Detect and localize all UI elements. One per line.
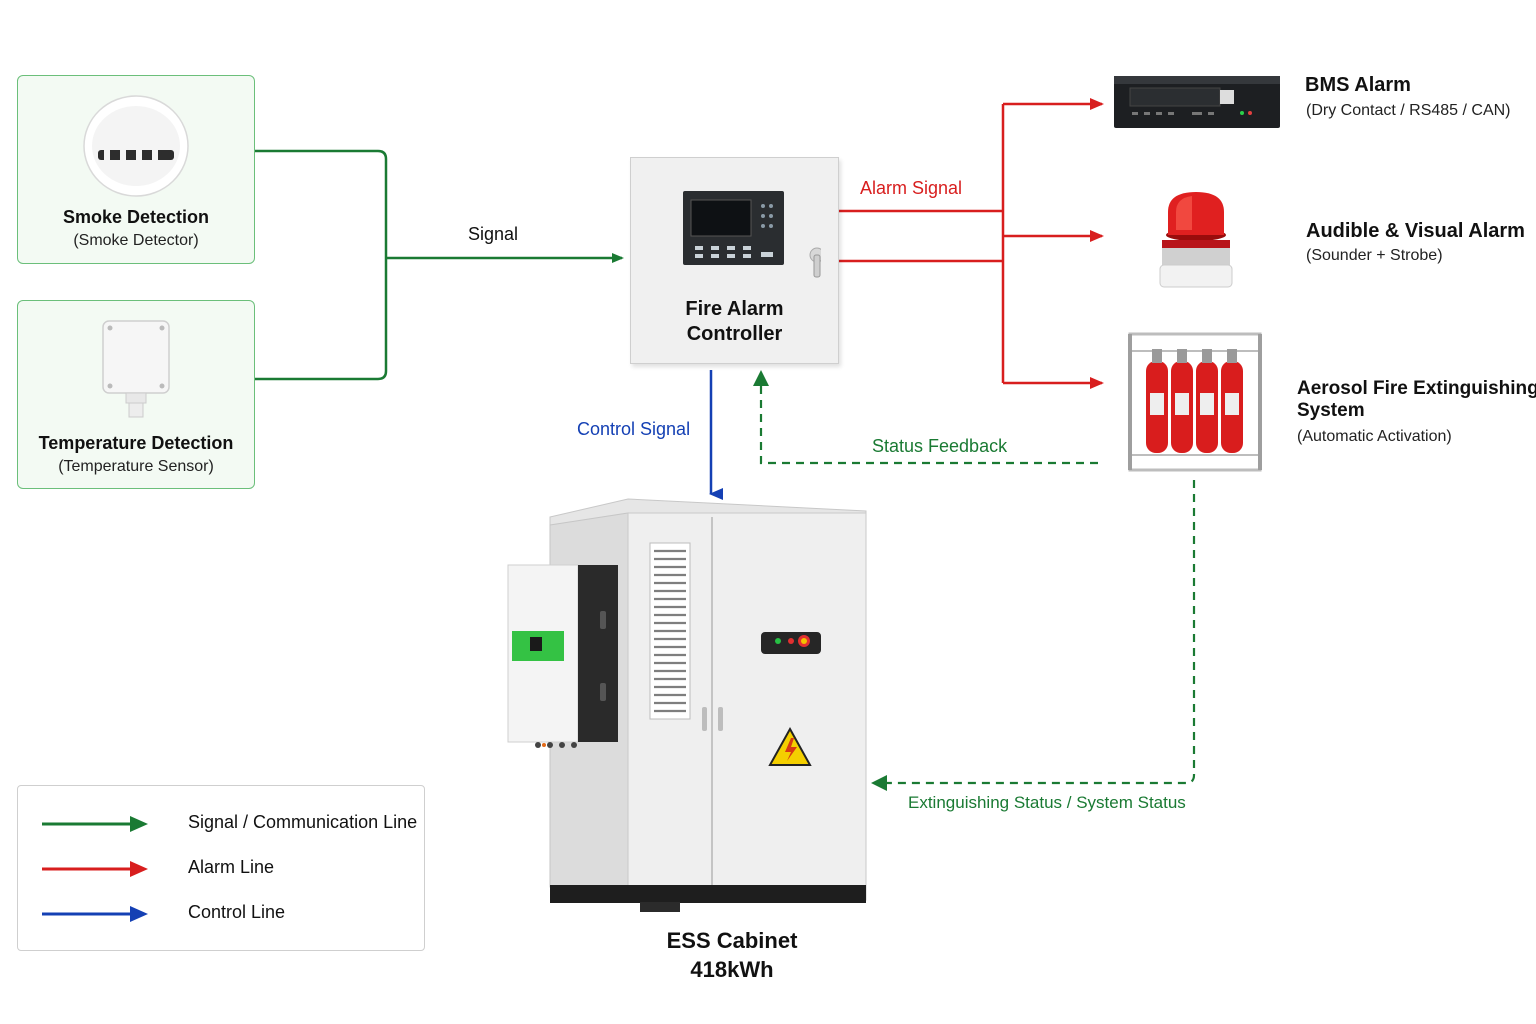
extinguishing-status-head xyxy=(871,775,887,791)
smoke-detection-box: Smoke Detection (Smoke Detector) xyxy=(17,75,255,264)
temperature-sensor-icon xyxy=(102,320,170,418)
audible-alarm-sub: (Sounder + Strobe) xyxy=(1306,247,1443,264)
ess-cabinet-icon xyxy=(507,498,867,912)
fire-alarm-controller: Fire Alarm Controller xyxy=(630,157,839,364)
aerosol-cylinders-icon xyxy=(1128,332,1262,472)
ess-cabinet-title-line2: 418kWh xyxy=(690,957,774,982)
status-feedback-head xyxy=(753,370,769,386)
aerosol-title-line2: System xyxy=(1297,400,1365,421)
controller-title-line2: Controller xyxy=(686,323,783,345)
legend-alarm-arrow-icon xyxy=(42,861,148,877)
temperature-detection-title: Temperature Detection xyxy=(38,433,234,453)
smoke-detection-title: Smoke Detection xyxy=(62,207,210,227)
ess-cabinet-title-line1: ESS Cabinet xyxy=(666,928,798,953)
legend-alarm-label: Alarm Line xyxy=(188,857,275,877)
control-signal-label: Control Signal xyxy=(577,419,691,439)
legend: Signal / Communication Line Alarm Line C… xyxy=(17,785,425,951)
smoke-detector-icon xyxy=(83,95,189,197)
legend-control-arrow-icon xyxy=(42,906,148,922)
controller-title-line1: Fire Alarm xyxy=(685,298,784,320)
extinguishing-status-label: Extinguishing Status / System Status xyxy=(908,793,1186,812)
smoke-detection-sub: (Smoke Detector) xyxy=(73,232,199,249)
temperature-detection-sub: (Temperature Sensor) xyxy=(58,458,214,475)
audible-alarm-title: Audible & Visual Alarm xyxy=(1306,220,1525,242)
bms-alarm-title: BMS Alarm xyxy=(1305,74,1411,96)
strobe-beacon-icon xyxy=(1159,192,1233,288)
signal-line xyxy=(254,149,388,381)
legend-signal-arrow-icon xyxy=(42,816,148,832)
status-feedback-label: Status Feedback xyxy=(872,436,1008,456)
aerosol-sub: (Automatic Activation) xyxy=(1297,428,1452,445)
signal-label: Signal xyxy=(468,224,519,244)
alarm-signal-label: Alarm Signal xyxy=(860,178,963,198)
legend-control-label: Control Line xyxy=(188,902,286,922)
bms-unit-icon xyxy=(1114,76,1280,128)
status-feedback-line xyxy=(759,385,1098,465)
bms-alarm-sub: (Dry Contact / RS485 / CAN) xyxy=(1306,102,1511,119)
extinguishing-status-line xyxy=(884,480,1196,785)
temperature-detection-box: Temperature Detection (Temperature Senso… xyxy=(17,300,255,489)
aerosol-title-line1: Aerosol Fire Extinguishing xyxy=(1297,378,1536,399)
legend-signal-label: Signal / Communication Line xyxy=(188,812,418,832)
controller-panel-icon xyxy=(683,191,821,278)
